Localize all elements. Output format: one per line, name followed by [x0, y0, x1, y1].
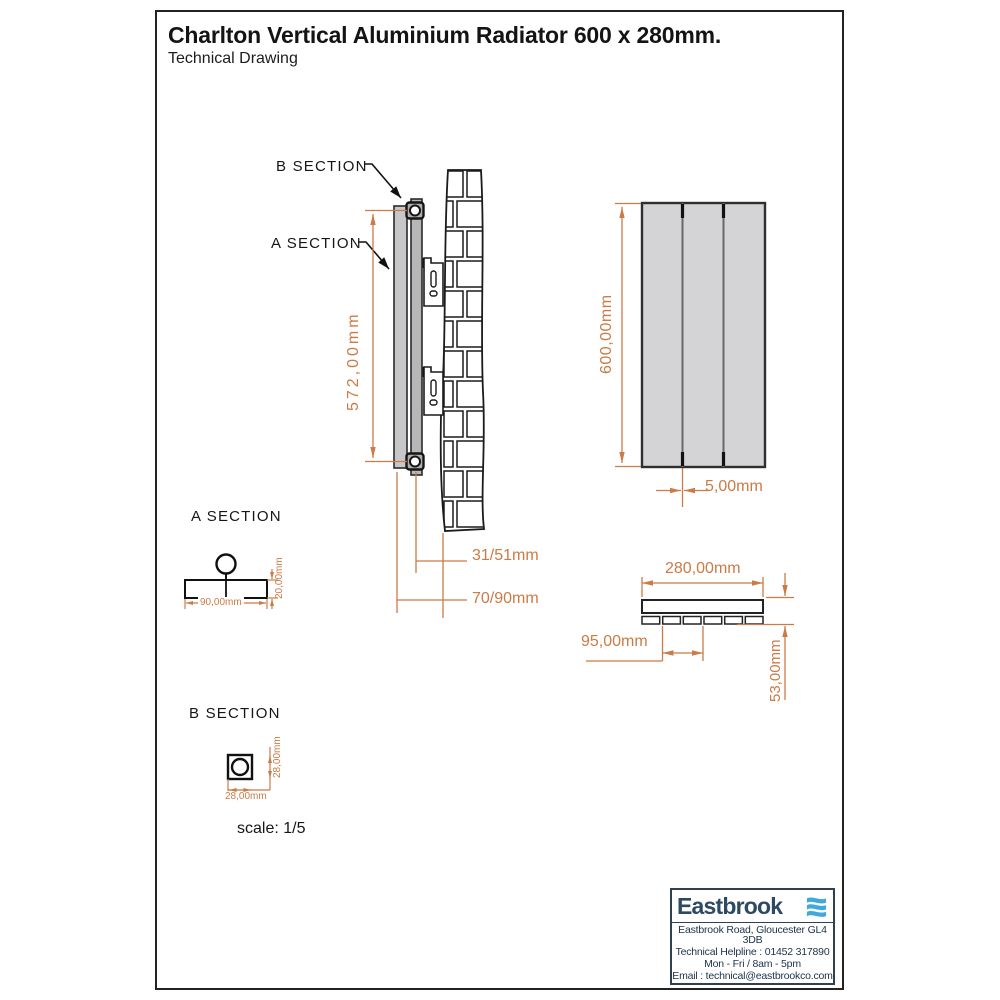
a-section-height-dimension: 20,00mm [274, 557, 285, 599]
mounting-rail-profile [410, 198, 423, 476]
radiator-front-body [640, 201, 767, 469]
side-view-dimensions [365, 209, 467, 618]
manufacturer-contact-lines: Eastbrook Road, Gloucester GL4 3DB Techn… [672, 923, 833, 983]
b-section-leader-arrow [364, 163, 402, 199]
pipe-to-wall-dimension: 31/51mm [472, 547, 539, 564]
a-section-width-dimension: 90,00mm [198, 597, 244, 608]
manufacturer-info-box: Eastbrook Eastbrook Road, Gloucester GL4… [670, 888, 835, 985]
b-section-height-dimension: 28,00mm [272, 736, 283, 778]
page-subtitle: Technical Drawing [168, 50, 298, 67]
eastbrook-logo: Eastbrook [672, 890, 833, 923]
bottom-fins [641, 615, 764, 625]
manufacturer-helpline: Technical Helpline : 01452 317890 [675, 946, 830, 958]
front-height-dimension: 600,00mm [598, 294, 615, 374]
page-title: Charlton Vertical Aluminium Radiator 600… [168, 22, 722, 48]
manufacturer-address: Eastbrook Road, Gloucester GL4 3DB [678, 923, 827, 946]
b-section-detail [226, 747, 272, 792]
bottom-valve [405, 452, 425, 471]
front-view-dimensions [615, 202, 709, 507]
a-section-callout-label: A SECTION [271, 235, 362, 252]
panel-gap-dimension: 5,00mm [705, 478, 763, 495]
brick-wall [439, 169, 486, 532]
radiator-panel-profile [393, 205, 408, 469]
side-view [358, 163, 486, 618]
a-section-leader-arrow [358, 241, 390, 270]
panel-pitch-dimension: 95,00mm [581, 633, 648, 650]
b-section-width-dimension: 28,00mm [225, 791, 267, 802]
bottom-view-dimensions [586, 573, 794, 700]
bottom-view [586, 573, 794, 700]
manufacturer-hours: Mon - Fri / 8am - 5pm [704, 958, 801, 970]
face-to-wall-dimension: 70/90mm [472, 590, 539, 607]
wall-bracket-top [421, 257, 444, 307]
a-section-detail [184, 553, 278, 609]
bottom-width-dimension: 280,00mm [665, 560, 741, 577]
a-section-detail-label: A SECTION [191, 508, 282, 525]
depth-dimension: 53,00mm [767, 639, 784, 702]
panel-dividers [680, 203, 726, 467]
b-section-callout-label: B SECTION [276, 158, 368, 175]
eastbrook-waves-icon [805, 895, 828, 918]
drawing-frame [155, 10, 844, 990]
eastbrook-brand-text: Eastbrook [677, 892, 783, 919]
b-section-detail-label: B SECTION [189, 705, 281, 722]
bottom-header-bar [641, 599, 764, 614]
manufacturer-email: Email : technical@eastbrookco.com [672, 970, 833, 982]
scale-note: scale: 1/5 [237, 820, 306, 837]
side-height-dimension: 572,00mm [345, 311, 362, 411]
wall-bracket-bottom [421, 366, 444, 416]
top-valve [405, 201, 425, 220]
front-view [615, 201, 767, 507]
